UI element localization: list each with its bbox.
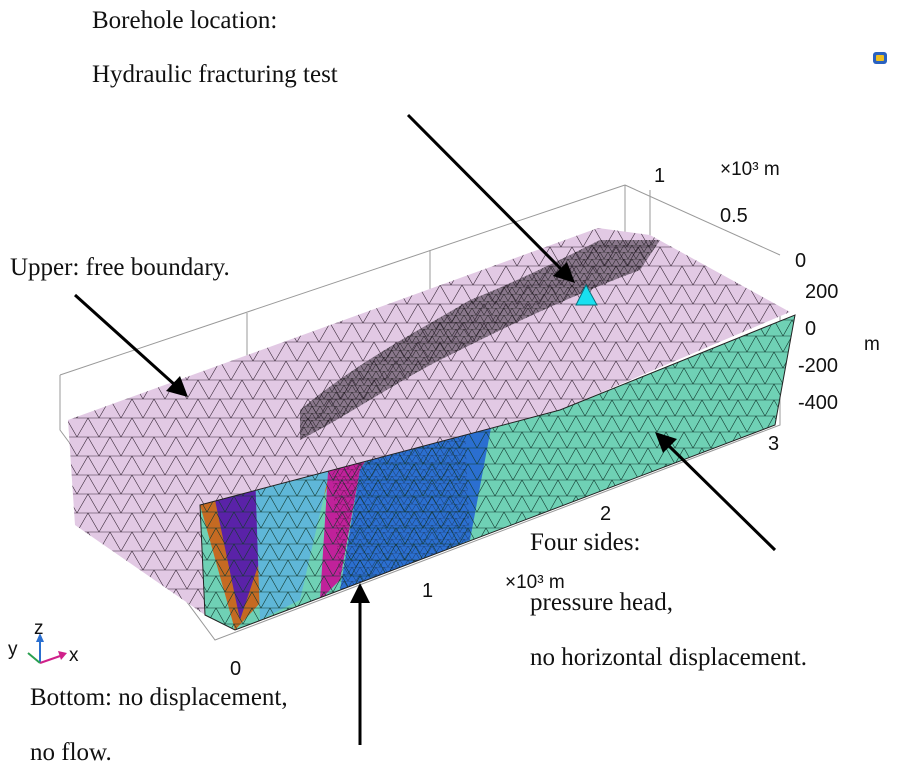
z-tick: -200 <box>798 355 838 377</box>
y-axis-ticks: 1 0.5 0 ×10³ m <box>654 159 806 272</box>
four-sides-label-line3: no horizontal displacement. <box>530 644 808 671</box>
z-tick: 200 <box>805 281 838 303</box>
x-tick: 3 <box>768 433 779 455</box>
four-sides-label-line1: Four sides: <box>530 529 641 556</box>
upper-boundary-label: Upper: free boundary. <box>10 254 230 281</box>
bottom-label-line1: Bottom: no displacement, <box>30 684 288 711</box>
x-tick: 1 <box>422 580 433 602</box>
borehole-label-line2: Hydraulic fracturing test <box>92 61 338 88</box>
y-tick: 0.5 <box>720 205 748 227</box>
z-axis-ticks: 200 0 -200 -400 m <box>798 281 880 414</box>
bottom-label-line2: no flow. <box>30 739 112 766</box>
x-tick: 0 <box>230 658 241 680</box>
borehole-marker <box>575 283 598 306</box>
y-tick: 0 <box>795 250 806 272</box>
left-face <box>68 420 205 615</box>
annotation-arrows <box>73 113 777 745</box>
z-tick: 0 <box>805 318 816 340</box>
x-tick: 2 <box>600 503 611 525</box>
axis-triad: z x y <box>8 618 79 666</box>
y-unit: ×10³ m <box>720 159 780 180</box>
triad-x: x <box>69 645 79 666</box>
z-tick: -400 <box>798 392 838 414</box>
dense-mesh-ridge <box>300 240 660 440</box>
top-surface <box>68 228 790 615</box>
borehole-label-line1: Borehole location: <box>92 7 278 34</box>
x-axis-ticks: 0 1 2 3 ×10³ m <box>230 433 779 680</box>
z-unit: m <box>864 334 880 355</box>
triad-z: z <box>34 618 44 639</box>
y-tick: 1 <box>654 165 665 187</box>
x-unit: ×10³ m <box>505 572 565 593</box>
four-sides-label-line2: pressure head, <box>530 589 673 616</box>
triad-y: y <box>8 639 18 660</box>
view-toggle-icon[interactable] <box>873 52 887 64</box>
